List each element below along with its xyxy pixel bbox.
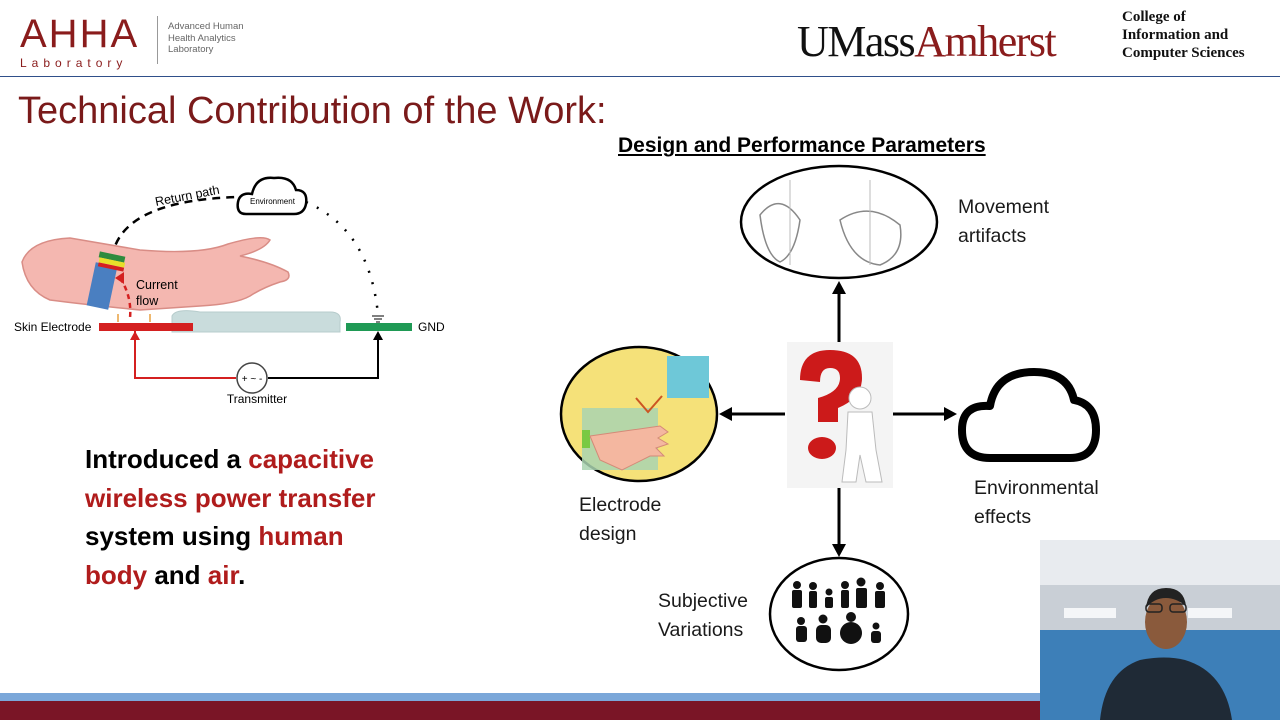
people-silhouettes-icon <box>792 577 885 644</box>
subjective-variations-label: Subjective Variations <box>658 590 748 641</box>
parameters-diagram <box>559 164 1100 672</box>
intro-part1: Introduced a <box>85 444 249 474</box>
electrode-design-label: Electrode design <box>579 494 662 545</box>
electrode-trace <box>635 395 663 414</box>
transmitter-label: Transmitter <box>227 392 287 406</box>
intro-part5: and <box>147 559 208 590</box>
environmental-effects-label: Environmental effects <box>974 477 1099 528</box>
arrow-up-head <box>832 281 846 294</box>
presenter-webcam-video <box>1040 540 1280 720</box>
electrode-band-yellow <box>98 257 126 268</box>
hand-icon <box>589 425 670 471</box>
slide-title: Technical Contribution of the Work: <box>18 90 607 132</box>
lab-logo-subtitle: Laboratory <box>20 56 128 70</box>
webcam-ceiling <box>1040 540 1280 585</box>
skin-electrode-plate <box>99 323 193 331</box>
signal-wire-arrowhead <box>130 331 140 340</box>
presenter-face <box>1145 595 1187 649</box>
gnd-plate <box>346 323 412 331</box>
intro-highlight-human-body: human body <box>85 521 344 590</box>
intro-text: Introduced a capacitive wireless power t… <box>85 440 405 594</box>
transmitter-icon <box>236 362 268 394</box>
diagram-heading: Design and Performance Parameters <box>618 134 986 157</box>
electrode-band-red <box>97 262 125 272</box>
electrode-contact <box>582 430 590 448</box>
environment-label: Environment <box>250 197 296 206</box>
current-flow-arrowhead <box>115 272 124 284</box>
question-mark-dot <box>808 437 836 459</box>
ceiling-light <box>1064 608 1116 618</box>
gnd-label: GND <box>418 320 445 334</box>
return-path-arc-right <box>305 200 380 316</box>
lab-logo: AHHA Laboratory <box>20 14 139 70</box>
lab-name: Advanced Human Health Analytics Laborato… <box>168 21 244 55</box>
presenter-body <box>1100 657 1232 720</box>
thinking-person-head <box>848 386 872 410</box>
intro-highlight-cwpt: capacitive wireless power transfer <box>85 444 376 513</box>
signal-wire <box>134 331 236 379</box>
presenter-glasses <box>1169 603 1187 613</box>
current-flow-label-1: Current <box>136 278 178 292</box>
current-flow-label-2: flow <box>136 294 159 308</box>
circuit-figure: Return path Environment Current flow Ski… <box>14 176 445 406</box>
question-mark-icon <box>800 350 862 422</box>
presenter-hair <box>1146 588 1186 608</box>
header-divider <box>0 76 1280 77</box>
thinking-person-body <box>841 411 883 483</box>
electrode-band <box>86 262 118 310</box>
arrow-left-head <box>719 407 732 421</box>
footer-bar-maroon <box>0 701 1280 720</box>
keyboard-illustration <box>171 310 341 333</box>
electrode-pad-icon <box>667 356 709 398</box>
movement-artifacts-label: Movement artifacts <box>958 196 1050 247</box>
university-logo-part1: UMass <box>797 17 916 66</box>
skin-electrode-label: Skin Electrode <box>14 320 92 334</box>
ground-wire-arrowhead <box>373 331 383 340</box>
subjective-variations-image <box>768 556 910 672</box>
ceiling-light <box>1188 608 1232 618</box>
arrow-right-head <box>944 407 957 421</box>
presenter-glasses <box>1145 603 1163 613</box>
return-path-arc <box>110 195 241 259</box>
lab-logo-wordmark: AHHA <box>20 12 140 56</box>
college-name: College of Information and Computer Scie… <box>1122 9 1245 61</box>
electrode-band-green <box>98 251 126 263</box>
return-path-label: Return path <box>154 183 221 209</box>
university-logo-part2: Amherst <box>914 17 1057 66</box>
intro-highlight-air: air <box>207 559 239 590</box>
environment-cloud-icon <box>236 176 308 216</box>
hand-sketch-icon <box>759 203 902 266</box>
footer-bar-blue <box>0 693 1280 701</box>
transmitter-symbol: + ~ - <box>242 374 263 385</box>
arrow-down-head <box>832 544 846 557</box>
intro-part3: system using <box>85 521 259 551</box>
ground-wire <box>268 333 379 379</box>
university-logo: UMassAmherst <box>797 14 1057 70</box>
movement-artifacts-image <box>739 164 939 280</box>
logo-divider <box>157 16 158 64</box>
intro-part7: . <box>238 559 246 590</box>
environmental-cloud-icon <box>958 368 1100 462</box>
